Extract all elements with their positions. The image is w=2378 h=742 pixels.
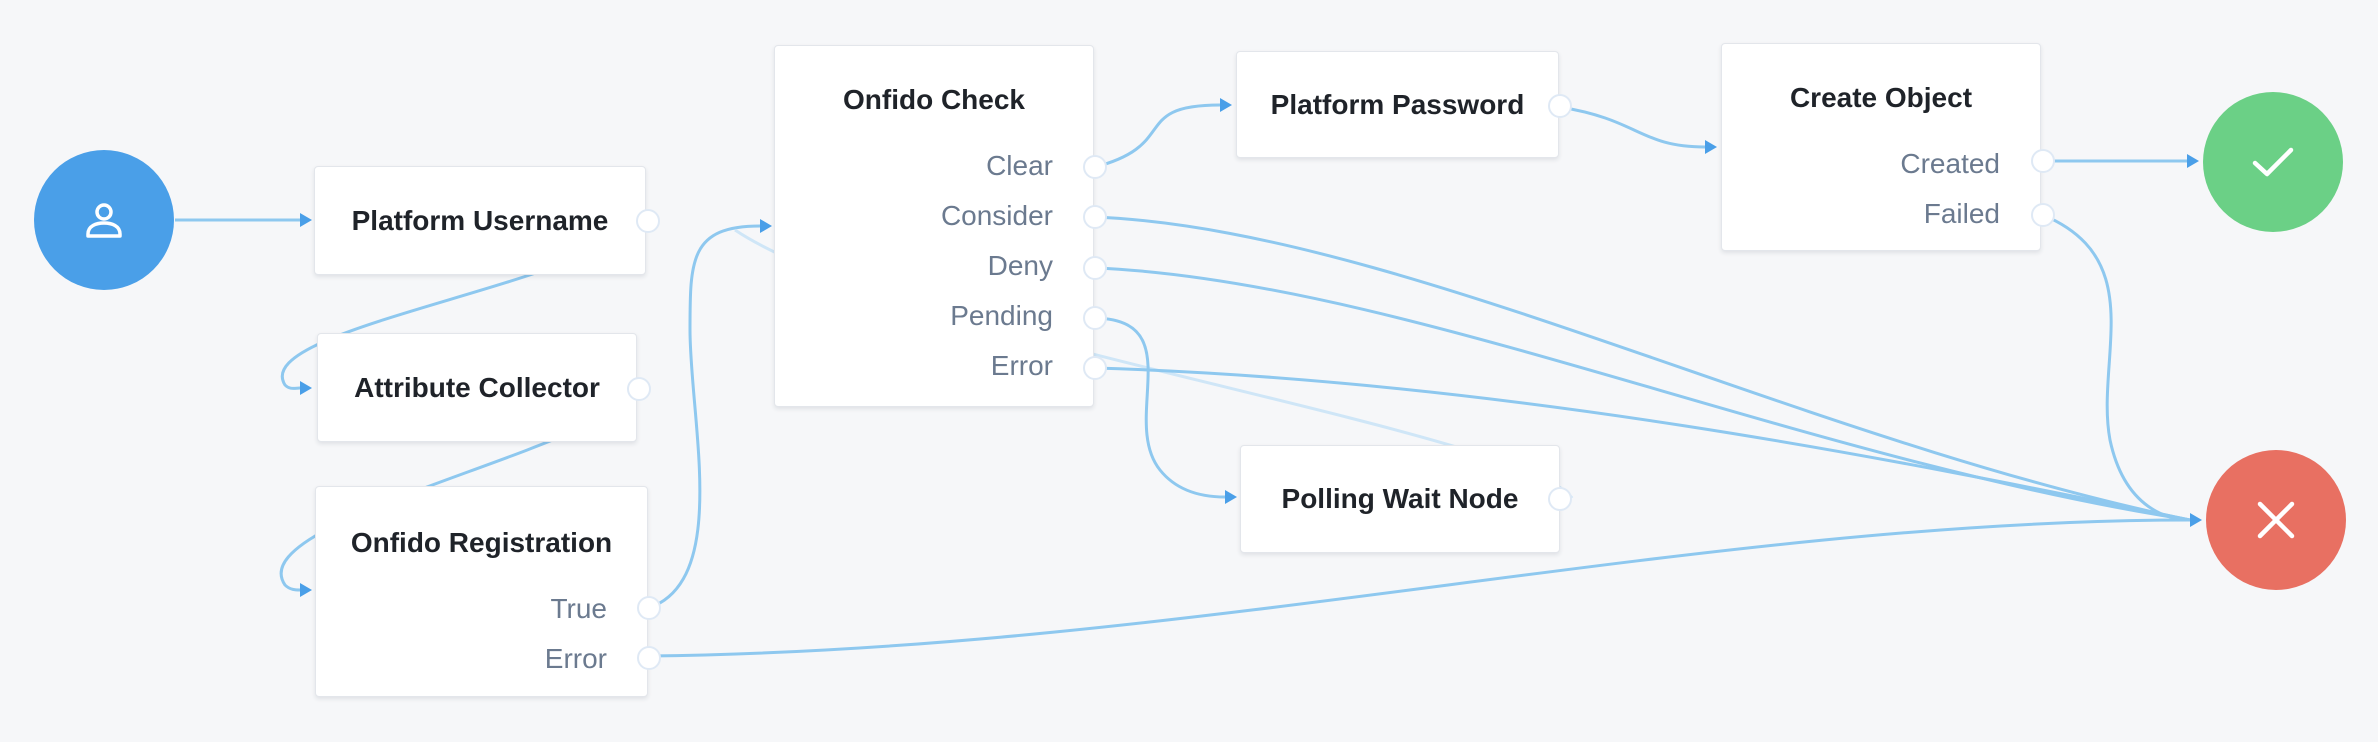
output-port[interactable] <box>1548 94 1572 118</box>
output-port-true[interactable] <box>637 596 661 620</box>
node-create-object[interactable]: Create Object Created Failed <box>1721 43 2041 251</box>
output-port-failed[interactable] <box>2031 203 2055 227</box>
arrowhead <box>1220 98 1232 112</box>
close-icon <box>2257 501 2295 539</box>
connection-create-object-failed-to-failure <box>2042 213 2191 522</box>
node-polling-wait-node[interactable]: Polling Wait Node <box>1240 445 1560 553</box>
success-node[interactable] <box>2203 92 2343 232</box>
connection-onfido-registration-true-to-onfido-check <box>648 224 761 610</box>
start-node[interactable] <box>34 150 174 290</box>
output-port-created[interactable] <box>2031 149 2055 173</box>
outcome-created: Created <box>1900 148 2000 179</box>
arrowhead <box>300 381 312 395</box>
output-port-consider[interactable] <box>1083 205 1107 229</box>
arrowhead <box>1705 140 1717 154</box>
node-title: Platform Username <box>351 204 609 236</box>
outcome-consider: Consider <box>940 200 1053 231</box>
person-icon <box>86 203 122 238</box>
node-onfido-check[interactable]: Onfido Check Clear Consider Deny Pending… <box>774 45 1094 407</box>
arrowhead <box>2187 154 2199 168</box>
outcome-deny: Deny <box>987 250 1053 281</box>
node-attribute-collector[interactable]: Attribute Collector <box>317 333 637 442</box>
outcome-true: True <box>550 593 607 624</box>
arrowhead <box>760 219 772 233</box>
outcome-clear: Clear <box>986 150 1053 181</box>
arrowhead <box>300 213 312 227</box>
arrowhead <box>2190 513 2202 527</box>
connection-onfido-check-pending-to-polling-wait-node <box>1094 316 1226 499</box>
output-port-error[interactable] <box>1083 356 1107 380</box>
output-port-clear[interactable] <box>1083 155 1107 179</box>
node-platform-username[interactable]: Platform Username <box>314 166 646 275</box>
failure-node[interactable] <box>2206 450 2346 590</box>
node-title: Onfido Check <box>842 84 1025 115</box>
arrowhead <box>300 583 312 597</box>
checkmark-icon <box>2252 147 2294 177</box>
outcome-error: Error <box>990 350 1053 381</box>
output-port[interactable] <box>627 377 651 401</box>
node-title: Polling Wait Node <box>1281 483 1519 514</box>
node-title: Platform Password <box>1270 88 1525 120</box>
outcome-failed: Failed <box>1923 198 2000 229</box>
outcome-error: Error <box>544 643 607 674</box>
outcome-pending: Pending <box>950 300 1053 331</box>
output-port[interactable] <box>636 209 660 233</box>
node-title: Attribute Collector <box>354 371 600 403</box>
node-title: Create Object <box>1789 82 1973 113</box>
output-port-pending[interactable] <box>1083 306 1107 330</box>
node-platform-password[interactable]: Platform Password <box>1236 51 1559 158</box>
node-title: Onfido Registration <box>350 527 613 558</box>
arrowhead <box>1225 490 1237 504</box>
output-port-error[interactable] <box>637 646 661 670</box>
output-port[interactable] <box>1548 487 1572 511</box>
connection-platform-password-to-create-object <box>1559 105 1706 149</box>
connection-onfido-check-clear-to-platform-password <box>1094 103 1221 169</box>
node-onfido-registration[interactable]: Onfido Registration True Error <box>315 486 648 697</box>
output-port-deny[interactable] <box>1083 256 1107 280</box>
